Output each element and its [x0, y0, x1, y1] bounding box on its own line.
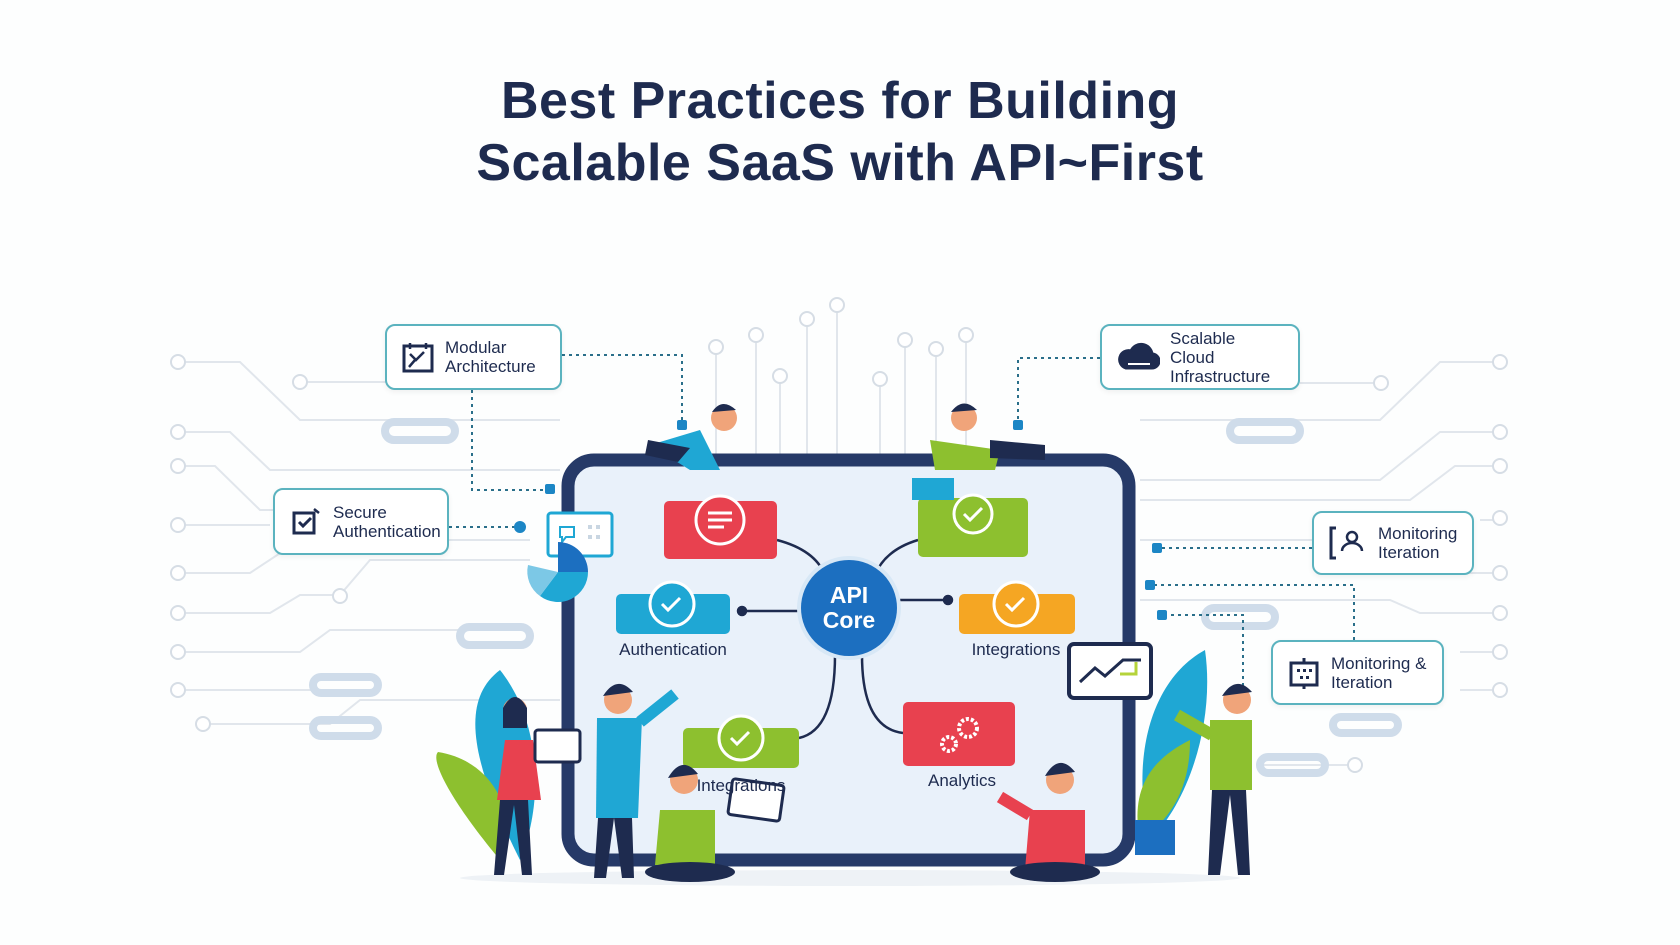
- api-core: API Core: [801, 560, 897, 656]
- person-top-left: [645, 403, 737, 470]
- module-authentication: [616, 580, 730, 634]
- integrations-bottom-label: Integrations: [696, 776, 786, 795]
- title-line-1: Best Practices for Building: [500, 72, 1180, 130]
- person-top-right: [912, 403, 1045, 500]
- person-pointing: [594, 683, 679, 878]
- callout-line-1: Scalable Cloud: [1170, 328, 1236, 367]
- callout-line-1: Monitoring: [1378, 524, 1458, 543]
- callout-line-1: Secure: [333, 502, 387, 522]
- user-monitor-icon: [1329, 526, 1364, 560]
- blueprint-icon: [402, 343, 434, 373]
- circuit-lines: [185, 305, 1495, 766]
- chart-card-icon: [1067, 642, 1153, 700]
- page-title: Best Practices for Building Scalable Saa…: [0, 70, 1680, 194]
- connector-dots: [514, 420, 1167, 620]
- callout-line-1: Monitoring &: [1331, 653, 1427, 673]
- module-analytics: [903, 702, 1015, 766]
- dashboard-icon: [1289, 657, 1319, 689]
- cloud-icon: [1118, 342, 1160, 370]
- api-core-line-2: Core: [822, 607, 876, 633]
- callout-line-2: Infrastructure: [1170, 366, 1271, 386]
- module-integrations-bottom: [683, 714, 799, 768]
- plant-right: [1135, 650, 1208, 855]
- person-woman-laptop: [494, 697, 582, 875]
- person-standing-right: [1174, 683, 1252, 875]
- person-sitting-right: [996, 762, 1100, 882]
- dotted-connectors: [449, 354, 1355, 700]
- tablet-frame: [561, 453, 1136, 867]
- callout-line-2: Iteration: [1378, 543, 1440, 562]
- module-integrations-right: [959, 580, 1075, 634]
- shield-check-icon: [292, 507, 320, 534]
- pie-chart-icon: [527, 542, 588, 602]
- core-connections: [736, 538, 954, 740]
- gears-icon: [940, 717, 979, 753]
- chat-card-icon: [546, 511, 614, 558]
- callout-monitoring-and-iteration: Monitoring &Iteration: [1271, 640, 1444, 705]
- module-docs: [664, 494, 777, 559]
- circuit-nodes: [170, 297, 1508, 773]
- person-sitting-laptop: [645, 764, 786, 882]
- callout-line-2: Iteration: [1331, 672, 1393, 692]
- api-core-line-1: API: [829, 582, 869, 608]
- callout-line-2: Authentication: [333, 521, 441, 541]
- analytics-label: Analytics: [927, 771, 997, 790]
- module-check-top: [918, 493, 1028, 557]
- integrations-label: Integrations: [971, 640, 1061, 659]
- callout-line-1: Modular: [445, 338, 507, 357]
- callout-line-2: Architecture: [445, 357, 536, 376]
- circuit-pills: [309, 418, 1402, 777]
- authentication-label: Authentication: [619, 640, 727, 659]
- title-line-2: Scalable SaaS with API~First: [476, 134, 1204, 192]
